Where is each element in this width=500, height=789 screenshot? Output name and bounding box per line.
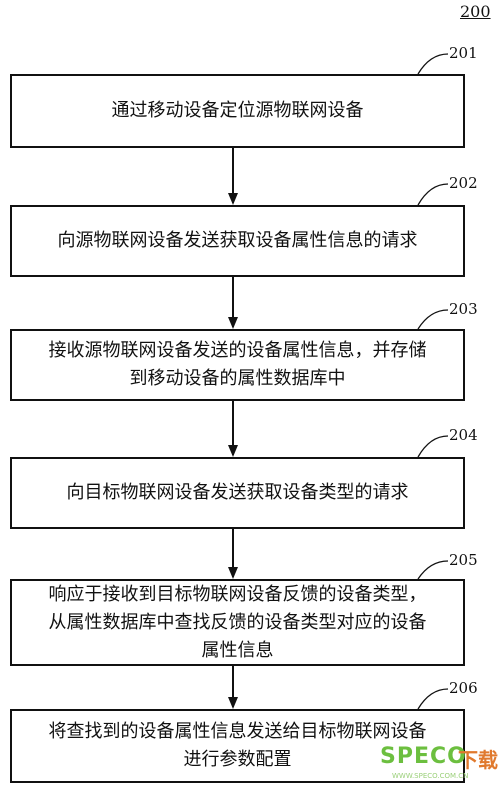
step-box-205: 响应于接收到目标物联网设备反馈的设备类型， 从属性数据库中查找反馈的设备类型对应…: [10, 579, 465, 666]
step-text-201: 通过移动设备定位源物联网设备: [111, 100, 364, 121]
step-box-203: 接收源物联网设备发送的设备属性信息，并存储 到移动设备的属性数据库中: [10, 329, 465, 401]
step-number-201: 201: [449, 44, 478, 62]
step-text-206: 将查找到的设备属性信息发送给目标物联网设备 进行参数配置: [48, 721, 427, 770]
leader-203: [417, 309, 449, 330]
step-text-205: 响应于接收到目标物联网设备反馈的设备类型， 从属性数据库中查找反馈的设备类型对应…: [48, 583, 427, 661]
step-number-203: 203: [449, 300, 478, 318]
leader-206: [417, 688, 449, 710]
watermark-suffix: 下载: [458, 748, 498, 772]
step-number-205: 205: [449, 551, 478, 569]
watermark-url: WWW.SPECO.COM.CN: [392, 772, 469, 780]
leader-204: [417, 435, 449, 458]
step-box-201: 通过移动设备定位源物联网设备: [10, 74, 465, 148]
leader-202: [417, 183, 449, 206]
step-text-203: 接收源物联网设备发送的设备属性信息，并存储 到移动设备的属性数据库中: [48, 340, 427, 389]
watermark-brand: SPECO: [380, 744, 467, 769]
step-text-204: 向目标物联网设备发送获取设备类型的请求: [66, 482, 409, 503]
step-text-202: 向源物联网设备发送获取设备属性信息的请求: [57, 230, 418, 251]
step-number-206: 206: [449, 679, 478, 697]
step-box-204: 向目标物联网设备发送获取设备类型的请求: [10, 457, 465, 529]
step-number-202: 202: [449, 174, 478, 192]
leader-201: [417, 53, 449, 75]
step-box-202: 向源物联网设备发送获取设备属性信息的请求: [10, 205, 465, 277]
step-number-204: 204: [449, 426, 478, 444]
step-box-206: 将查找到的设备属性信息发送给目标物联网设备 进行参数配置: [10, 709, 465, 783]
figure-label: 200: [460, 2, 491, 21]
leader-205: [417, 560, 449, 580]
watermark-logo: SPECO 下载 WWW.SPECO.COM.CN: [380, 730, 498, 786]
